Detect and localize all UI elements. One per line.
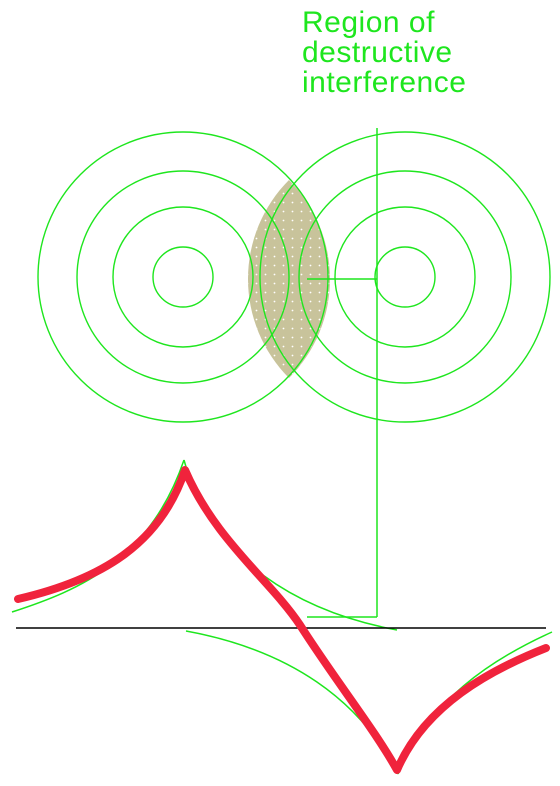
right-ring-4 bbox=[259, 131, 551, 423]
left-ring-2 bbox=[112, 206, 254, 348]
right-wave-source bbox=[259, 131, 551, 423]
region-label-line-2: destructive bbox=[302, 36, 453, 69]
right-ring-2 bbox=[334, 206, 476, 348]
left-ring-3 bbox=[76, 170, 290, 384]
component-waves bbox=[11, 459, 553, 775]
region-label-line-3: interference bbox=[302, 66, 467, 99]
wave-1-right-branch bbox=[183, 459, 398, 631]
label-pointer bbox=[307, 128, 378, 618]
right-ring-1 bbox=[374, 246, 436, 308]
wave-2-left-branch bbox=[185, 630, 399, 775]
right-ring-3 bbox=[298, 170, 512, 384]
wave-1-left-branch bbox=[11, 459, 185, 613]
left-ring-1 bbox=[152, 246, 214, 308]
left-ring-4 bbox=[37, 131, 329, 423]
left-wave-source bbox=[37, 131, 329, 423]
resultant-wave bbox=[14, 466, 550, 774]
region-label: Region of destructive interference bbox=[302, 8, 552, 98]
region-label-line-1: Region of bbox=[302, 6, 435, 39]
